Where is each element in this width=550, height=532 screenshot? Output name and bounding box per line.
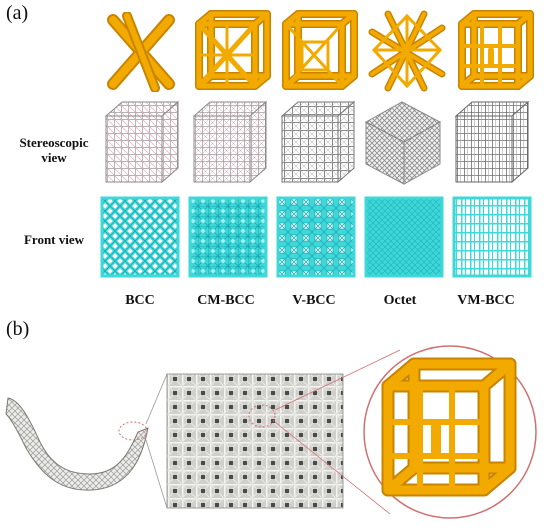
front-vm-bcc [452,196,532,278]
stereo-vm-bcc [450,98,532,186]
unit-cell-octet [368,10,446,92]
unit-cell-bcc [105,12,177,92]
stereo-octet [362,98,444,186]
stereo-cm-bcc [188,98,270,186]
stereo-bcc [100,98,182,186]
col-label-vm-bcc: VM-BCC [457,293,515,308]
front-v-bcc [276,196,356,278]
front-bcc [100,196,180,278]
stereo-v-bcc [276,98,358,186]
zoom-unit-cell [381,357,517,497]
row-label-stereoscopic: Stereoscopic view [19,135,89,165]
row-label-front: Front view [23,232,85,247]
specimen-photo [5,397,149,491]
col-label-octet: Octet [383,293,417,308]
front-octet [364,196,444,278]
unit-cell-v-bcc [280,10,358,92]
col-label-bcc: BCC [125,293,155,308]
unit-cell-vm-bcc [456,10,534,92]
panel-a-label: (a) [6,2,29,24]
col-label-cm-bcc: CM-BCC [197,293,255,308]
panel-b-illustration [0,330,550,532]
panel-b-label: (b) [6,318,30,340]
front-cm-bcc [188,196,268,278]
specimen-highlight [118,421,148,441]
col-label-v-bcc: V-BCC [292,293,336,308]
unit-cell-cm-bcc [193,10,271,92]
micrograph [167,374,343,508]
